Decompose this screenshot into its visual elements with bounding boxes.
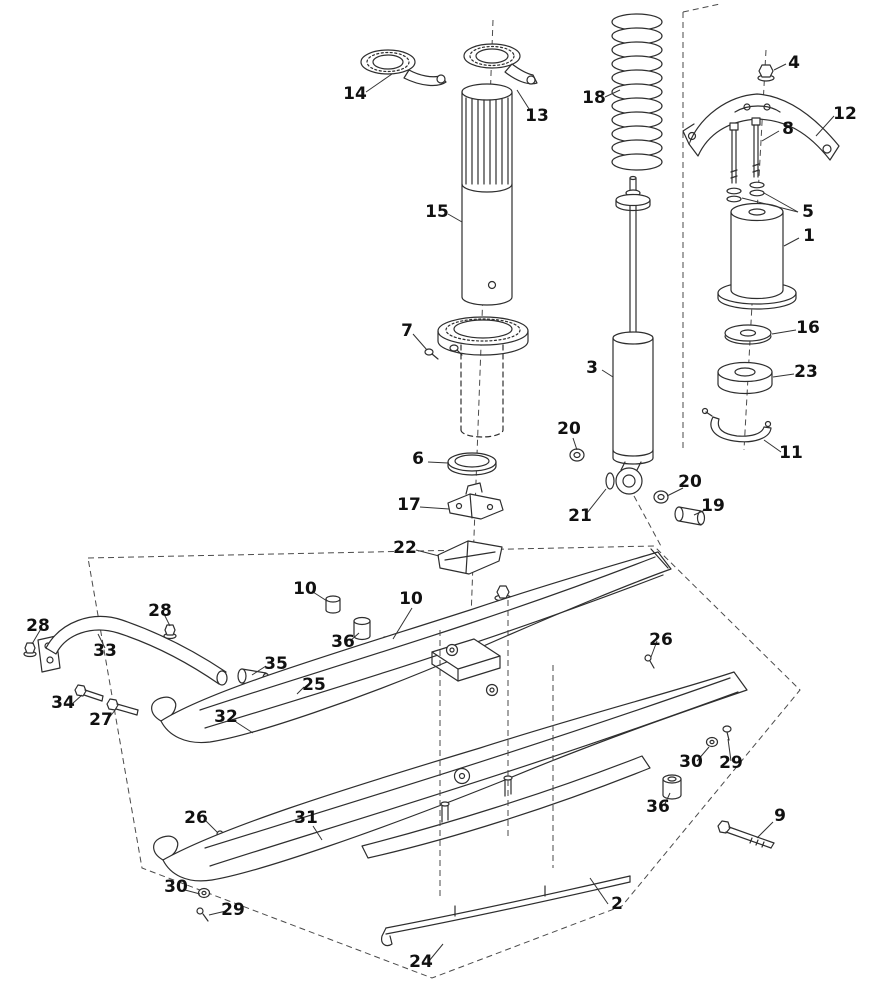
spacer-19 (674, 506, 706, 526)
steering-arm-13 (463, 43, 538, 85)
ski-upper-32 (151, 548, 672, 744)
mount-bracket-12 (682, 93, 840, 161)
washer-20-right (653, 490, 669, 504)
callout-1: 1 (803, 226, 815, 246)
callout-18: 18 (582, 88, 606, 108)
callout-30-a: 30 (679, 752, 703, 772)
washer-20-left (569, 448, 585, 462)
bushing-23 (717, 361, 773, 395)
screw-29-right (722, 725, 732, 741)
washer-16 (724, 324, 772, 345)
bolts-8 (729, 117, 761, 184)
bushing-36-right (662, 774, 682, 800)
shock-absorber-3 (605, 175, 654, 495)
screw-29-left (196, 907, 209, 922)
screw-26-right (644, 654, 655, 669)
washers-5 (726, 181, 765, 203)
callout-33: 33 (93, 641, 117, 661)
callout-20-b: 20 (678, 472, 702, 492)
callout-30-b: 30 (164, 877, 188, 897)
callout-28-a: 28 (148, 601, 172, 621)
callout-31: 31 (294, 808, 318, 828)
callout-16: 16 (796, 318, 820, 338)
bushing-36-left (353, 616, 371, 641)
phantom-lower-tube (460, 344, 504, 438)
callout-36-a: 36 (331, 632, 355, 652)
callout-23: 23 (794, 362, 818, 382)
bushing-10-left (325, 595, 341, 614)
callout-15: 15 (425, 202, 449, 222)
nut-4 (757, 64, 775, 82)
clamp-11 (701, 407, 772, 443)
callout-12: 12 (833, 104, 857, 124)
bolt-34 (74, 684, 104, 702)
callout-34: 34 (51, 693, 75, 713)
callout-28-b: 28 (26, 616, 50, 636)
callout-35: 35 (264, 654, 288, 674)
callout-36-b: 36 (646, 797, 670, 817)
callout-10-a: 10 (293, 579, 317, 599)
callout-27: 27 (89, 710, 113, 730)
callout-2: 2 (611, 894, 623, 914)
wear-bar-24 (381, 875, 631, 947)
callout-7: 7 (401, 321, 413, 341)
callout-6: 6 (412, 449, 424, 469)
callout-24: 24 (409, 952, 433, 972)
steering-arm-14 (360, 49, 447, 87)
ski-handle-33 (37, 615, 228, 686)
callout-26-a: 26 (649, 630, 673, 650)
guide-bracket-17 (447, 482, 504, 520)
ring-6 (447, 452, 497, 476)
bolt-27 (106, 698, 139, 716)
washer-30-right (705, 736, 719, 748)
ski-lower-31 (153, 671, 748, 882)
callout-29-a: 29 (719, 753, 743, 773)
leader-lines (31, 63, 835, 962)
callout-3: 3 (586, 358, 598, 378)
runner-rail-2 (361, 755, 651, 859)
bolt-9 (717, 820, 775, 849)
callout-8: 8 (782, 119, 794, 139)
callout-25: 25 (302, 675, 326, 695)
callout-22: 22 (393, 538, 417, 558)
callout-11: 11 (779, 443, 803, 463)
callout-19: 19 (701, 496, 725, 516)
callout-4: 4 (788, 53, 800, 73)
construction-lines-front (439, 495, 663, 898)
spindle-tube-15 (461, 83, 513, 306)
callout-20-a: 20 (557, 419, 581, 439)
callout-26-b: 26 (184, 808, 208, 828)
nut-28-right (163, 624, 177, 640)
bearing-ring (437, 316, 529, 356)
nut-28-left (23, 642, 37, 658)
callout-9: 9 (774, 806, 786, 826)
callout-32: 32 (214, 707, 238, 727)
callout-29-b: 29 (221, 900, 245, 920)
bushing-housing-1 (717, 202, 797, 310)
washer-30-left (197, 887, 211, 899)
callout-21: 21 (568, 506, 592, 526)
callout-14: 14 (343, 84, 367, 104)
callout-17: 17 (397, 495, 421, 515)
coil-spring-18 (611, 13, 663, 171)
callout-5: 5 (802, 202, 814, 222)
callout-13: 13 (525, 106, 549, 126)
callout-10-b: 10 (399, 589, 423, 609)
stop-plate-22 (437, 540, 503, 575)
